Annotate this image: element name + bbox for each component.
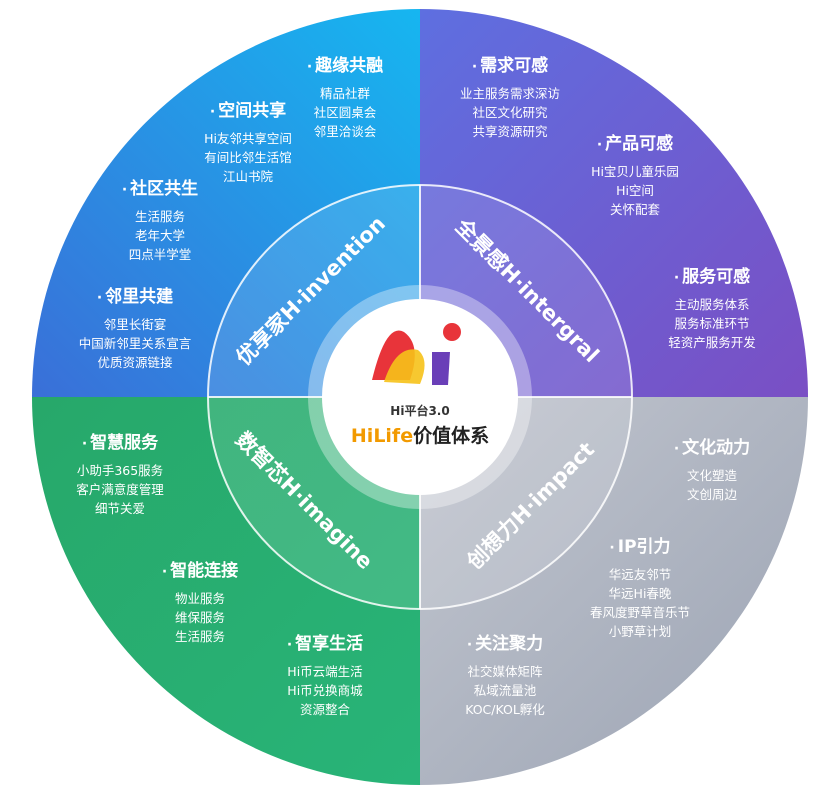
center-subtitle: Hi平台3.0 [390, 404, 450, 418]
feature-group-title: ·智慧服务 [81, 433, 159, 453]
hi-logo [372, 323, 461, 385]
feature-item: Hi空间 [616, 183, 654, 198]
feature-group: ·空间共享 Hi友邻共享空间有间比邻生活馆江山书院 [204, 100, 292, 186]
feature-item: 华远友邻节 [608, 567, 672, 582]
feature-item: 私域流量池 [473, 683, 537, 698]
center-title-accent: HiLife [350, 425, 414, 447]
feature-item: 小助手365服务 [76, 463, 164, 478]
feature-group-title: ·产品可感 [596, 134, 674, 154]
feature-group-title: ·邻里共建 [96, 287, 174, 307]
feature-item: KOC/KOL孵化 [465, 702, 545, 717]
feature-item: 有间比邻生活馆 [204, 150, 292, 165]
feature-item: Hi币云端生活 [287, 664, 363, 679]
feature-item: 轻资产服务开发 [668, 335, 756, 350]
feature-group: ·邻里共建邻里长街宴中国新邻里关系宣言优质资源链接 [79, 286, 192, 372]
feature-group-title: ·空间共享 [209, 101, 287, 121]
center-title: HiLife价值体系 [351, 421, 489, 448]
quadrant-top-left [32, 9, 420, 397]
feature-item: 维保服务 [174, 610, 226, 625]
feature-item: Hi币兑换商城 [287, 683, 363, 698]
quadrant-top-right [420, 9, 808, 397]
feature-item: 社交媒体矩阵 [467, 664, 543, 679]
feature-group-title: ·智享生活 [286, 634, 364, 654]
center-title-rest: 价值体系 [413, 425, 490, 447]
feature-group: ·产品可感 Hi宝贝儿童乐园 Hi空间关怀配套 [591, 133, 679, 219]
feature-item: 服务标准环节 [674, 316, 750, 331]
feature-item: 小野草计划 [608, 624, 672, 639]
feature-group-title: ·文化动力 [673, 438, 751, 458]
feature-item: 文化塑造 [686, 468, 738, 483]
feature-group: ·社区共生生活服务老年大学四点半学堂 [122, 178, 198, 264]
feature-item: 社区圆桌会 [313, 105, 377, 120]
feature-item: 物业服务 [174, 591, 226, 606]
feature-item: 业主服务需求深访 [459, 86, 561, 101]
feature-item: 中国新邻里关系宣言 [78, 336, 192, 351]
center-disk [322, 299, 518, 495]
feature-group: ·服务可感主动服务体系服务标准环节轻资产服务开发 [668, 266, 756, 352]
feature-item: 邻里长街宴 [103, 317, 167, 332]
feature-item: 华远Hi春晚 [608, 586, 672, 601]
feature-group-title: ·服务可感 [673, 267, 751, 287]
feature-item: 资源整合 [299, 702, 351, 717]
feature-group-title: ·智能连接 [161, 561, 239, 581]
quadrant-bottom-right [420, 397, 808, 785]
feature-item: Hi宝贝儿童乐园 [591, 164, 679, 179]
feature-item: 细节关爱 [94, 501, 146, 516]
feature-item: 生活服务 [134, 209, 186, 224]
feature-group: ·关注聚力社交媒体矩阵私域流量池 KOC/KOL孵化 [465, 633, 545, 719]
feature-item: 关怀配套 [609, 202, 660, 217]
feature-item: 文创周边 [686, 487, 738, 502]
quadrant-bottom-left [32, 397, 420, 785]
feature-item: 社区文化研究 [472, 105, 548, 120]
feature-item: 精品社群 [319, 86, 371, 101]
feature-group: ·IP引力华远友邻节华远Hi春晚春风度野草音乐节小野草计划 [590, 536, 690, 641]
feature-group: ·智能连接物业服务维保服务生活服务 [162, 560, 238, 646]
feature-group-title: ·需求可感 [471, 56, 549, 76]
feature-item: 优质资源链接 [97, 355, 173, 370]
feature-item: 老年大学 [134, 228, 186, 243]
feature-group-title: ·关注聚力 [466, 634, 544, 654]
feature-group-title: ·趣缘共融 [306, 56, 384, 76]
feature-item: 四点半学堂 [128, 247, 192, 262]
feature-group-title: ·IP引力 [609, 537, 671, 557]
feature-item: Hi友邻共享空间 [204, 131, 292, 146]
feature-group-title: ·社区共生 [121, 179, 199, 199]
feature-group: ·需求可感业主服务需求深访社区文化研究共享资源研究 [460, 55, 560, 141]
feature-item: 客户满意度管理 [76, 482, 164, 497]
feature-group: ·智享生活 Hi币云端生活 Hi币兑换商城资源整合 [287, 633, 363, 719]
feature-group: ·智慧服务小助手365服务客户满意度管理细节关爱 [76, 432, 164, 518]
feature-item: 春风度野草音乐节 [589, 605, 691, 620]
feature-item: 主动服务体系 [674, 297, 750, 312]
feature-group: ·趣缘共融精品社群社区圆桌会邻里洽谈会 [307, 55, 383, 141]
feature-item: 邻里洽谈会 [313, 124, 377, 139]
feature-item: 共享资源研究 [472, 124, 548, 139]
feature-item: 江山书院 [222, 169, 273, 184]
feature-group: ·文化动力文化塑造文创周边 [674, 437, 750, 504]
feature-item: 生活服务 [174, 629, 226, 644]
